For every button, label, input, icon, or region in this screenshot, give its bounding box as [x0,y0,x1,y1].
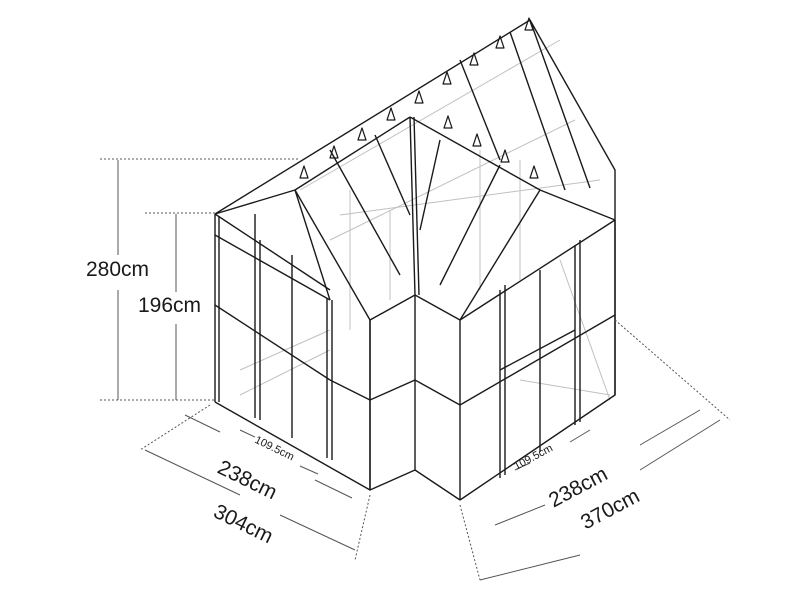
eave-height-label: 196cm [138,294,202,317]
total-height-label: 280cm [86,258,150,281]
